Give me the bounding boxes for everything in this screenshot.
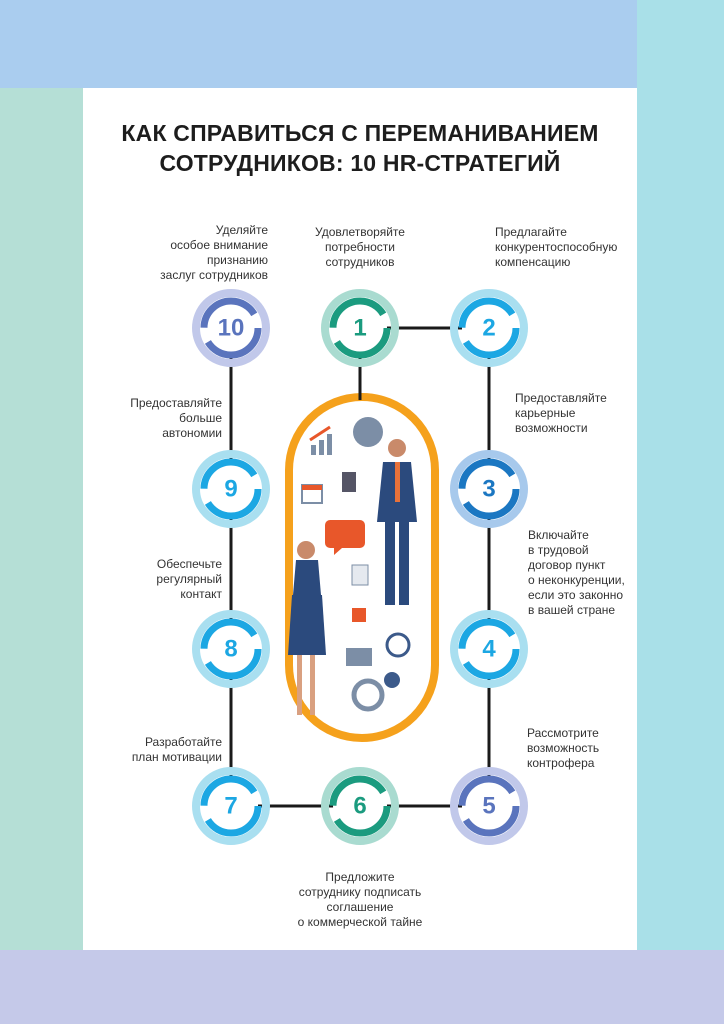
bottom-band [0,950,724,1024]
label-line: план мотивации [131,750,222,764]
step-circle-5: 5 [450,767,528,845]
envelope-icon [346,648,372,666]
business-illustration [288,417,417,715]
calendar-icon [301,484,323,504]
label-line: больше [179,411,222,425]
label-line: о коммерческой тайне [297,915,423,929]
label-line: Рассмотрите [527,726,599,740]
law-scale-icon [353,417,383,447]
label-line: договор пункт [528,558,606,572]
step-number: 6 [353,793,366,820]
growth-chart-icon [309,425,332,455]
gear-icon [351,678,385,712]
top-band [0,0,637,88]
left-strip [0,88,83,950]
gear-small-icon [384,672,400,688]
title-line-1: КАК СПРАВИТЬСЯ С ПЕРЕМАНИВАНИЕМ [121,120,599,146]
step-number: 3 [482,476,495,503]
chat-bubble-icon [325,520,365,555]
step-circle-4: 4 [450,610,528,688]
step-circle-7: 7 [192,767,270,845]
label-line: регулярный [156,572,222,586]
label-line: Обеспечьте [156,557,222,571]
label-line: особое внимание [170,238,268,252]
label-line: Предложите [325,870,395,884]
label-line: Удовлетворяйте [315,225,405,239]
label-line: Разработайте [144,735,222,749]
step-circle-6: 6 [321,767,399,845]
label-line: потребности [325,240,395,254]
step-circle-9: 9 [192,450,270,528]
step-circle-10: 10 [192,289,270,367]
label-line: контрофера [527,756,595,770]
label-line: Предоставляйте [515,391,607,405]
label-line: признанию [206,253,268,267]
title-line-2: СОТРУДНИКОВ: 10 HR-СТРАТЕГИЙ [159,150,561,176]
step-circle-1: 1 [321,289,399,367]
step-number: 8 [224,636,237,663]
page-title: КАК СПРАВИТЬСЯ С ПЕРЕМАНИВАНИЕМ СОТРУДНИ… [83,118,637,178]
label-line: возможности [515,421,588,435]
businessman-figure [342,439,417,605]
label-line: автономии [162,426,222,440]
label-line: Включайте [528,528,589,542]
step-number: 4 [482,636,496,663]
label-line: возможность [527,741,600,755]
step-circle-8: 8 [192,610,270,688]
label-line: сотрудников [325,255,395,269]
label-line: в вашей стране [528,603,616,617]
businesswoman-figure [288,541,369,715]
label-line: в трудовой [528,543,589,557]
step-circle-3: 3 [450,450,528,528]
step-number: 7 [224,793,237,820]
compass-icon [385,632,411,658]
label-line: если это законно [528,588,624,602]
label-line: Уделяйте [215,223,268,237]
label-line: сотруднику подписать [298,885,422,899]
puzzle-icon [352,608,366,622]
label-line: заслуг сотрудников [160,268,268,282]
step-number: 5 [482,793,495,820]
label-line: о неконкуренции, [528,573,625,587]
step-number: 10 [218,315,245,342]
label-line: компенсацию [495,255,571,269]
label-line: конкурентоспособную [495,240,618,254]
right-strip [637,0,724,950]
label-line: Предлагайте [495,225,567,239]
label-line: Предоставляйте [130,396,222,410]
step-number: 2 [482,315,495,342]
step-number: 1 [353,315,366,342]
step-circle-2: 2 [450,289,528,367]
label-line: карьерные [515,406,576,420]
label-line: контакт [180,587,222,601]
step-number: 9 [224,476,237,503]
label-line: соглашение [326,900,394,914]
